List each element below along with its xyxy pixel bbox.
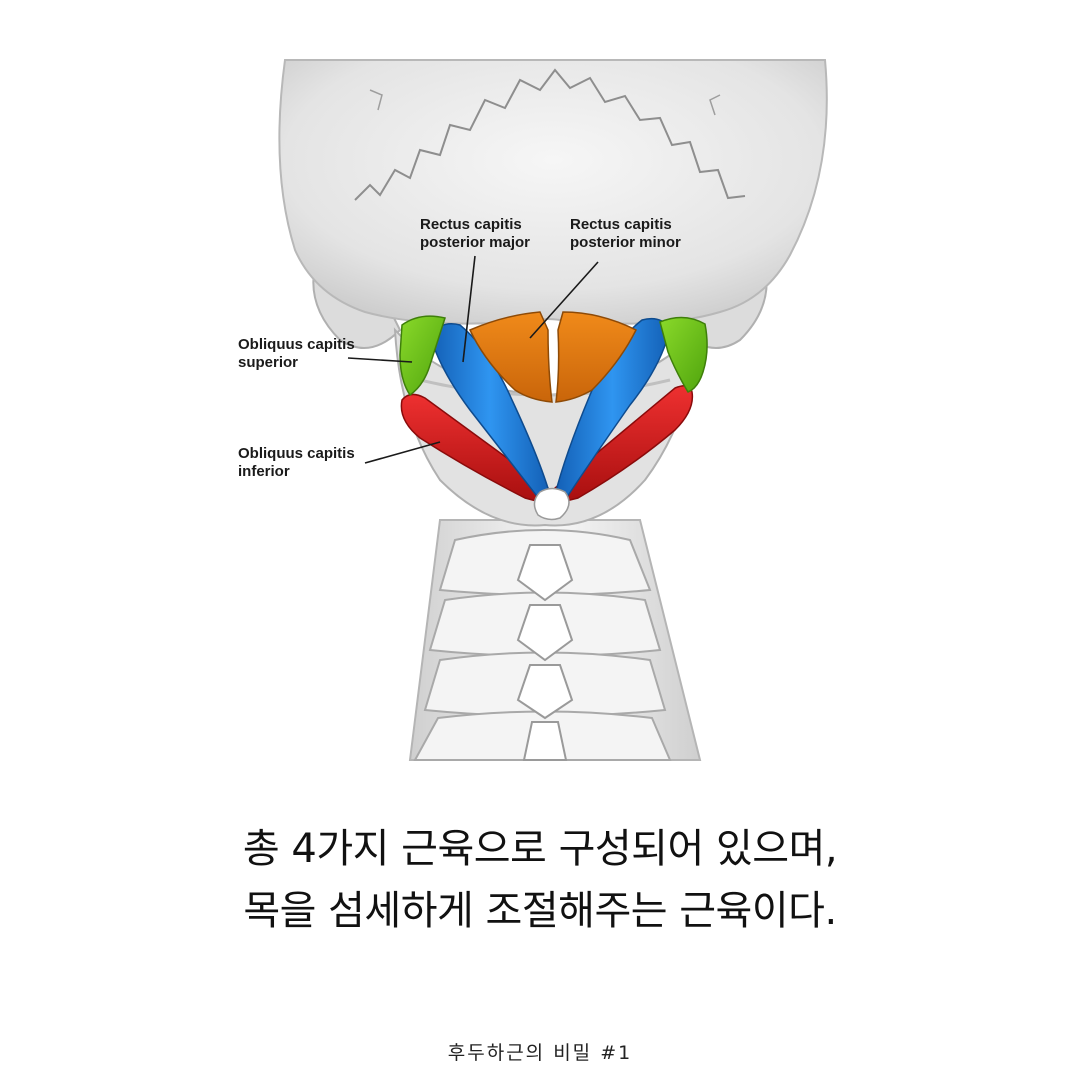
label-obliquus-capitis-superior: Obliquus capitis superior bbox=[238, 336, 359, 371]
label-rcp-major-line1: Rectus capitis bbox=[420, 216, 522, 233]
caption-line-2: 목을 섬세하게 조절해주는 근육이다. bbox=[243, 888, 837, 934]
label-rectus-capitis-posterior-major: Rectus capitis posterior major bbox=[420, 216, 530, 251]
axis-spinous-process bbox=[533, 487, 570, 521]
caption: 총 4가지 근육으로 구성되어 있으며, 목을 섬세하게 조절해주는 근육이다. bbox=[0, 818, 1080, 942]
skull-posterior-view bbox=[278, 59, 828, 325]
label-rcp-major-line2: posterior major bbox=[420, 234, 530, 251]
leader-lines bbox=[347, 255, 599, 464]
label-oci-line2: inferior bbox=[238, 463, 290, 480]
label-ocs-line2: superior bbox=[238, 354, 298, 371]
leader-oci bbox=[364, 441, 441, 464]
label-rcp-minor-line2: posterior minor bbox=[570, 234, 681, 251]
leader-ocs bbox=[347, 357, 413, 363]
rectus-capitis-posterior-major-muscles bbox=[429, 317, 671, 501]
obliquus-capitis-inferior-muscles bbox=[400, 385, 694, 503]
leader-rcp-minor bbox=[529, 261, 599, 339]
rectus-capitis-posterior-minor-muscles bbox=[468, 311, 638, 403]
label-ocs-line1: Obliquus capitis bbox=[238, 336, 355, 353]
leader-rcp-major bbox=[462, 255, 476, 363]
cervical-spine bbox=[408, 519, 702, 761]
label-oci-line1: Obliquus capitis bbox=[238, 445, 355, 462]
suboccipital-muscles-diagram: Rectus capitis posterior major Rectus ca… bbox=[238, 59, 828, 761]
label-obliquus-capitis-inferior: Obliquus capitis inferior bbox=[238, 445, 359, 480]
obliquus-capitis-superior-muscles bbox=[399, 315, 708, 397]
label-rcp-minor-line1: Rectus capitis bbox=[570, 216, 672, 233]
caption-line-1: 총 4가지 근육으로 구성되어 있으며, bbox=[242, 826, 838, 872]
label-rectus-capitis-posterior-minor: Rectus capitis posterior minor bbox=[570, 216, 681, 251]
series-footer: 후두하근의 비밀 #1 bbox=[447, 1042, 633, 1064]
